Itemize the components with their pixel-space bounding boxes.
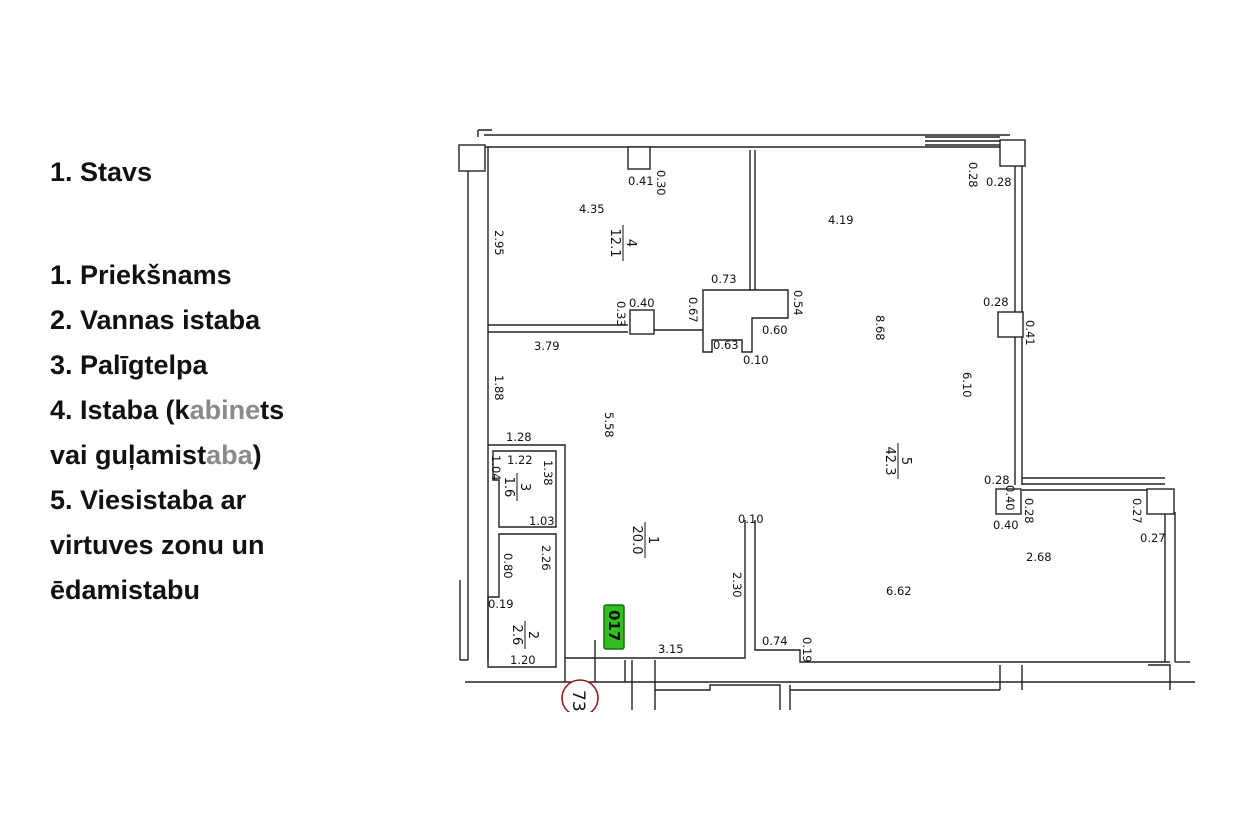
green-tag: 017 bbox=[603, 604, 625, 650]
room-number: 3 bbox=[517, 483, 532, 491]
room-number: 1 bbox=[645, 536, 660, 544]
room-area: 20.0 bbox=[629, 526, 644, 555]
marker-text: 73 bbox=[568, 690, 588, 712]
column bbox=[997, 311, 1024, 338]
floor-title: 1. Stavs bbox=[50, 157, 153, 187]
legend-item: 1. Priekšnams bbox=[50, 260, 232, 290]
legend-text: vai guļamist bbox=[50, 440, 207, 470]
dimension: 2.26 bbox=[539, 545, 553, 571]
room-area: 12.1 bbox=[607, 229, 622, 258]
dimension: 5.58 bbox=[602, 412, 616, 438]
dimensions: 0.30 0.41 4.35 2.95 0.73 0.40 0.33 0.67 … bbox=[488, 162, 1166, 667]
dimension: 0.80 bbox=[501, 553, 515, 579]
dimension: 0.60 bbox=[762, 323, 788, 337]
room-area: 1.6 bbox=[501, 477, 516, 498]
dimension: 0.19 bbox=[800, 637, 814, 663]
dimension: 2.68 bbox=[1026, 550, 1052, 564]
dimension: 0.28 bbox=[983, 295, 1009, 309]
dimension: 4.19 bbox=[828, 213, 854, 227]
dimension: 0.40 bbox=[629, 296, 655, 310]
dimension: 0.41 bbox=[1023, 320, 1037, 346]
dimension: 0.41 bbox=[628, 174, 654, 188]
entrance-marker: 73 bbox=[555, 679, 605, 742]
dimension: 0.54 bbox=[791, 290, 805, 316]
columns bbox=[458, 139, 1175, 515]
legend-item: 5. Viesistaba ar bbox=[50, 485, 247, 515]
walls bbox=[459, 129, 1195, 710]
dimension: 0.27 bbox=[1140, 531, 1166, 545]
dimension: 0.74 bbox=[762, 634, 788, 648]
room-label-5: 5 42.3 bbox=[882, 443, 913, 479]
room-number: 4 bbox=[623, 239, 638, 247]
room-label-1: 1 20.0 bbox=[629, 522, 660, 558]
legend-item: virtuves zonu un bbox=[50, 530, 265, 560]
dimension: 0.28 bbox=[966, 162, 980, 188]
dimension: 0.19 bbox=[488, 597, 514, 611]
legend-item: 4. Istaba (kabinets bbox=[50, 388, 284, 433]
legend-item: 2. Vannas istaba bbox=[50, 305, 261, 335]
dimension: 2.30 bbox=[730, 572, 744, 598]
dimension: 0.63 bbox=[713, 338, 739, 352]
dimension: 0.10 bbox=[743, 353, 769, 367]
dimension: 3.15 bbox=[658, 642, 684, 656]
dimension: 1.04 bbox=[489, 455, 503, 481]
column bbox=[995, 488, 1022, 515]
dimension: 1.88 bbox=[492, 375, 506, 401]
marker-mask bbox=[555, 712, 605, 742]
column bbox=[999, 139, 1026, 167]
dimension: 0.33 bbox=[614, 301, 628, 327]
column bbox=[1146, 488, 1175, 515]
room-area: 42.3 bbox=[882, 447, 897, 476]
tag-text: 017 bbox=[605, 610, 623, 641]
dimension: 1.20 bbox=[510, 653, 536, 667]
dimension: 1.28 bbox=[506, 430, 532, 444]
dimension: 0.30 bbox=[654, 170, 668, 196]
dimension: 1.03 bbox=[529, 514, 555, 528]
room-label-2: 2 2.6 bbox=[509, 621, 540, 649]
column bbox=[458, 144, 486, 172]
column bbox=[629, 309, 655, 335]
dimension: 4.35 bbox=[579, 202, 605, 216]
legend-text: ) bbox=[252, 440, 262, 470]
column bbox=[627, 146, 651, 170]
dimension: 0.67 bbox=[686, 297, 700, 323]
dimension: 3.79 bbox=[534, 339, 560, 353]
dimension: 8.68 bbox=[873, 315, 887, 341]
dimension: 1.22 bbox=[507, 453, 533, 467]
dimension: 6.10 bbox=[960, 372, 974, 398]
dimension: 2.95 bbox=[492, 230, 506, 256]
room-label-4: 4 12.1 bbox=[607, 225, 638, 261]
room-label-3: 3 1.6 bbox=[501, 473, 532, 501]
dimension: 0.28 bbox=[984, 473, 1010, 487]
room-labels: 4 12.1 5 42.3 3 1.6 1 20.0 2 2.6 bbox=[501, 225, 913, 649]
dimension: 0.27 bbox=[1130, 498, 1144, 524]
legend-item: 3. Palīgtelpa bbox=[50, 350, 208, 380]
dimension: 6.62 bbox=[886, 584, 912, 598]
dimension: 0.73 bbox=[711, 272, 737, 286]
room-number: 2 bbox=[525, 631, 540, 639]
room-area: 2.6 bbox=[509, 625, 524, 646]
room-legend: 1. Stavs 1. Priekšnams 2. Vannas istaba … bbox=[50, 150, 284, 613]
dimension: 1.38 bbox=[541, 460, 555, 486]
dimension: 0.40 bbox=[1003, 485, 1017, 511]
legend-item: ēdamistabu bbox=[50, 575, 201, 605]
legend-text: 4. Istaba (k bbox=[50, 395, 190, 425]
legend-text: abine bbox=[189, 395, 261, 425]
legend-text: ts bbox=[260, 395, 285, 425]
legend-text: aba bbox=[206, 440, 253, 470]
tag-box bbox=[603, 604, 625, 650]
dimension: 0.28 bbox=[986, 175, 1012, 189]
dimension: 0.10 bbox=[738, 512, 764, 526]
dimension: 0.28 bbox=[1022, 498, 1036, 524]
room-number: 5 bbox=[898, 457, 913, 465]
dimension: 0.40 bbox=[993, 518, 1019, 532]
legend-item: vai guļamistaba) bbox=[50, 433, 284, 478]
